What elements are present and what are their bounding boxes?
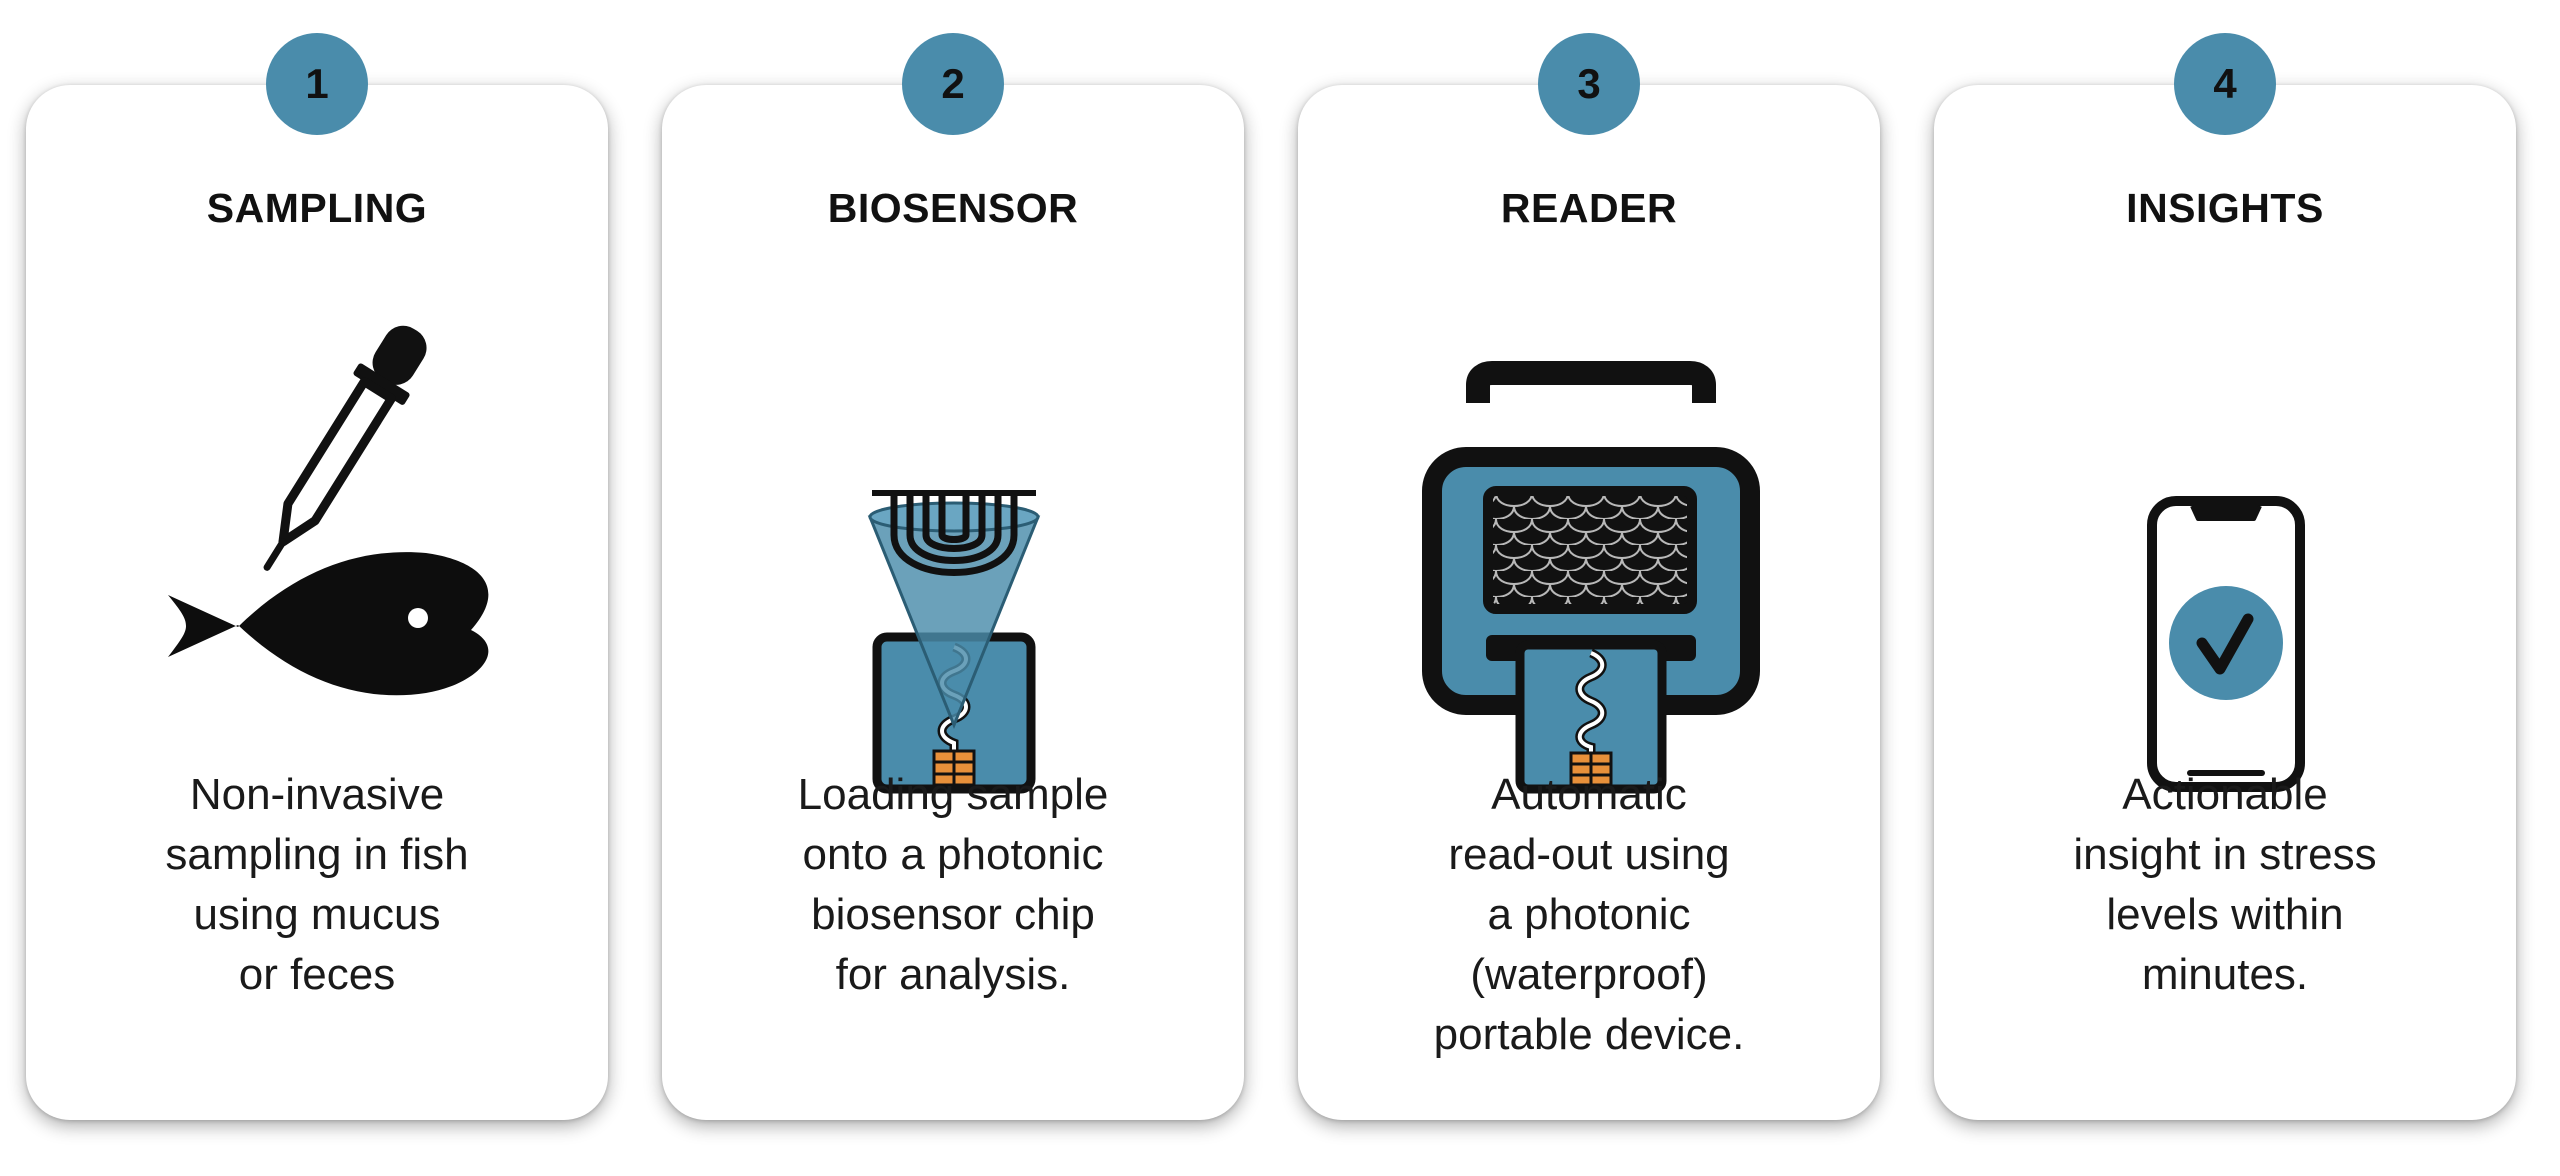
- photonic-chip-icon: [867, 490, 1041, 794]
- step-description: Non-invasive sampling in fish using mucu…: [165, 770, 469, 999]
- step-card-insights: INSIGHTS Actionable insight in stress le…: [1934, 85, 2516, 1120]
- step-number-badge: 1: [266, 33, 368, 135]
- step-title: INSIGHTS: [2126, 185, 2324, 231]
- step-description: Loading sample onto a photonic biosensor…: [797, 770, 1109, 999]
- smartphone-check-icon: [2147, 496, 2305, 792]
- step-description: Automatic read-out using a photonic (wat…: [1433, 770, 1745, 1059]
- step-number-badge: 4: [2174, 33, 2276, 135]
- step-title: READER: [1500, 185, 1678, 231]
- step-title: BIOSENSOR: [827, 185, 1079, 231]
- portable-reader-icon: [1422, 361, 1760, 794]
- step-number-badge: 2: [902, 33, 1004, 135]
- step-number-badge: 3: [1538, 33, 1640, 135]
- step-card-sampling: SAMPLING Non-invasive sampling in fish u…: [26, 85, 608, 1120]
- step-title: SAMPLING: [206, 185, 428, 231]
- step-description: Actionable insight in stress levels with…: [2073, 770, 2377, 999]
- step-card-reader: READER: [1298, 85, 1880, 1120]
- step-card-biosensor: BIOSENSOR Loading sample onto a photonic…: [662, 85, 1244, 1120]
- fish-and-pipette-icon: [168, 325, 489, 696]
